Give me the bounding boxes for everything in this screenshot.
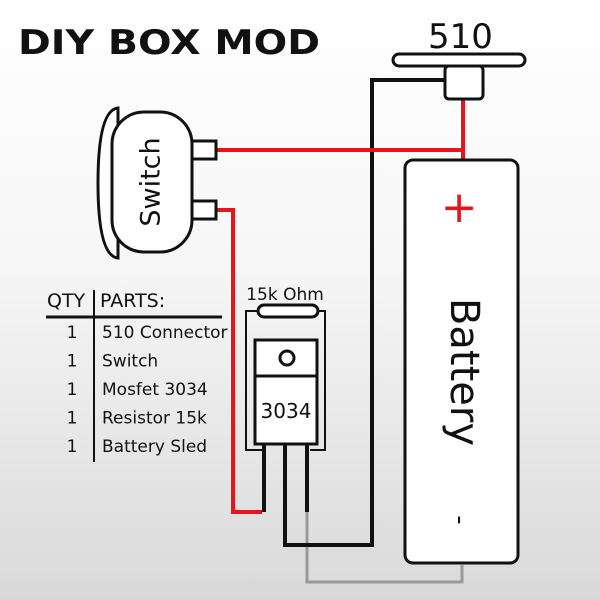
mosfet-label: 3034 [261,399,312,423]
negative-wire [283,78,448,547]
parts-row-name: Switch [102,352,158,372]
parts-row-qty: 1 [67,323,78,343]
resistor-label: 15k Ohm [246,285,324,305]
connector-label: 510 [428,17,493,57]
mosfet: 3034 [253,338,319,512]
qty-header: QTY [47,290,86,312]
parts-row-name: Resistor 15k [102,409,207,429]
diagram-title: DIY BOX MOD [18,23,320,63]
parts-row-qty: 1 [67,352,78,372]
parts-row-qty: 1 [67,437,78,457]
510-connector: 510 [391,17,527,101]
parts-row-name: Mosfet 3034 [102,380,208,400]
resistor: 15k Ohm [245,285,326,451]
battery-positive-sign: + [441,182,478,233]
battery: + Battery - [403,158,520,565]
battery-negative-sign: - [445,515,475,524]
parts-header: PARTS: [100,290,165,312]
parts-row-qty: 1 [67,380,78,400]
switch-label: Switch [136,137,167,226]
parts-row-name: Battery Sled [102,437,207,457]
parts-row-name: 510 Connector [102,323,228,343]
battery-label: Battery [441,298,487,446]
parts-row-qty: 1 [67,409,78,429]
switch: Switch [96,106,218,260]
positive-wire-switch [216,208,262,514]
